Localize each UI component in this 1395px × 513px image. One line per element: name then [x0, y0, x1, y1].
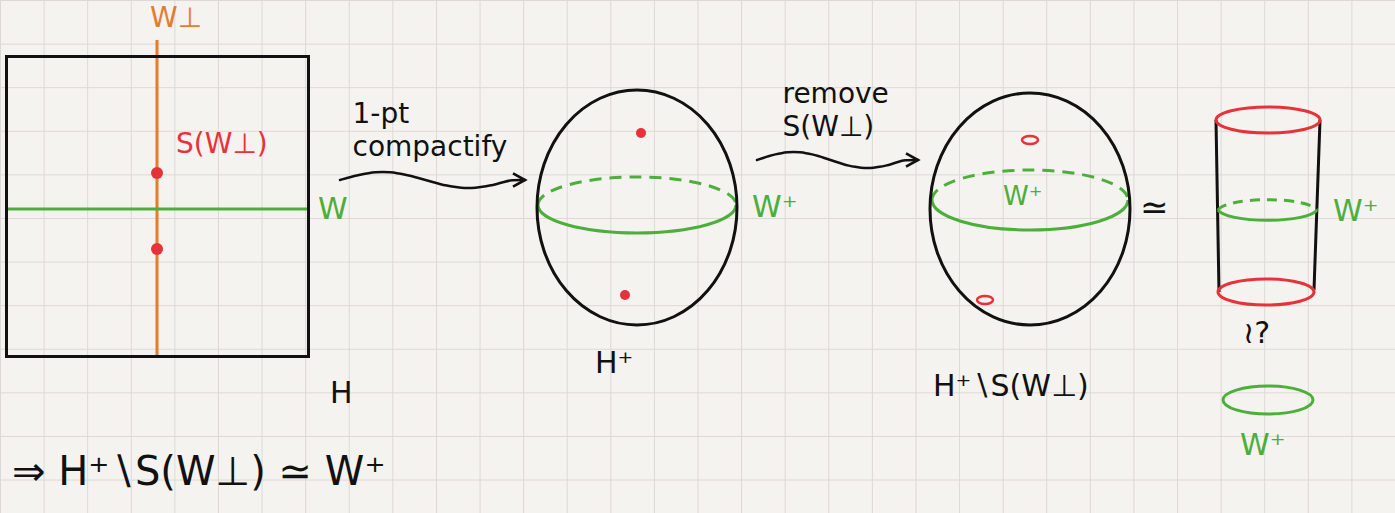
- sphere-name: S(W⊥): [176, 128, 268, 160]
- sphere-point: [151, 243, 163, 255]
- cylinder-side: [1216, 120, 1219, 292]
- space-name: H⁺: [595, 346, 633, 381]
- question-note: ≀?: [1243, 316, 1270, 351]
- sphere: H⁺: [537, 90, 737, 325]
- arrow-label: 1-pt compactify: [353, 97, 533, 164]
- cylinder-end: [1216, 107, 1320, 133]
- equator-back: [1218, 200, 1317, 210]
- space-name: H: [330, 376, 353, 411]
- subspace-name: W⊥: [150, 2, 202, 34]
- equator-front: [1218, 210, 1317, 220]
- squiggle-arrow: [340, 172, 525, 188]
- subspace-line: [7, 208, 308, 211]
- equator-back: [538, 177, 736, 205]
- equator-front: [538, 205, 736, 233]
- subspace-name: W: [318, 192, 348, 227]
- sphere-point: [620, 290, 630, 300]
- circle-name: W⁺: [1240, 428, 1286, 463]
- cylinder-end: [1218, 279, 1314, 305]
- conclusion: ⇒ H⁺∖S(W⊥) ≃ W⁺: [12, 448, 386, 494]
- sphere-outline: [537, 90, 737, 325]
- sphere-point: [636, 128, 646, 138]
- orthogonal-line: [156, 40, 159, 356]
- circle: [1223, 386, 1313, 414]
- space-name: H⁺∖S(W⊥): [933, 369, 1089, 404]
- sphere-outline-shape: [537, 90, 737, 325]
- equivalence-sign: ≃: [1140, 188, 1169, 227]
- sphere-point: [151, 167, 163, 179]
- squiggle-arrow: [757, 152, 918, 168]
- equator-name: W⁺: [752, 190, 798, 225]
- equator-name: W⁺: [1333, 194, 1379, 229]
- space-square: H: [5, 55, 310, 358]
- removed-point: [1022, 136, 1038, 144]
- cylinder-side: [1314, 120, 1320, 290]
- arrow-label: remove S(W⊥): [783, 77, 913, 144]
- removed-point: [977, 296, 993, 304]
- equator-name: W⁺: [1003, 182, 1042, 212]
- sphere-outline-shape: [930, 93, 1130, 325]
